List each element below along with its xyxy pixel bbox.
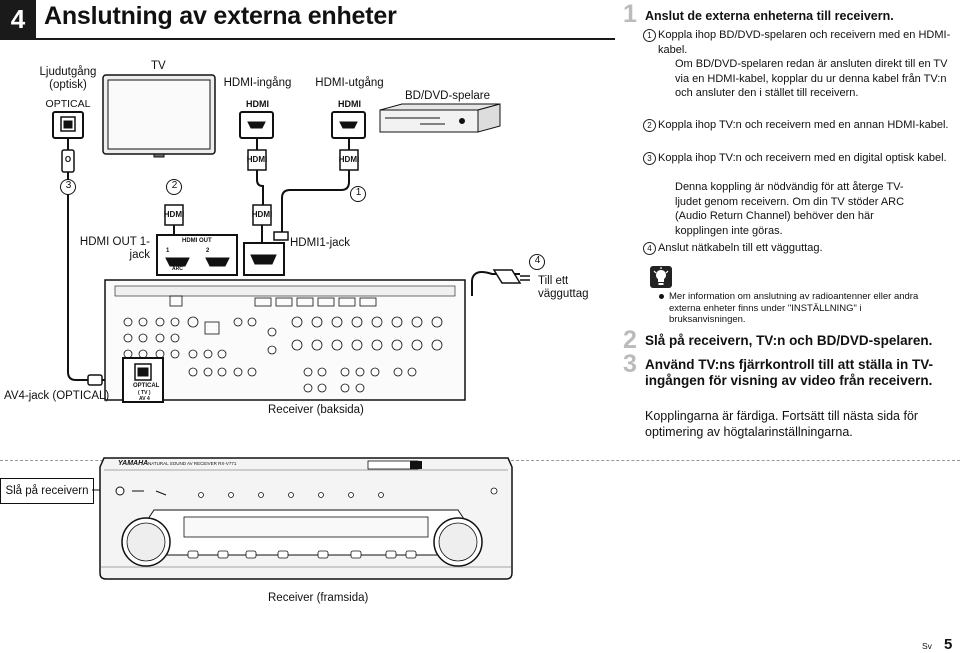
step1-number: 1: [623, 0, 637, 28]
bd-player-illustration: [379, 103, 501, 133]
step1-item-1-note: Om BD/DVD-spelaren redan är ansluten dir…: [675, 58, 948, 99]
tv-label: TV: [151, 60, 166, 72]
audio-out-label: Ljudutgång (optisk): [39, 66, 97, 91]
receiver-front-illustration: [99, 457, 513, 580]
tip-icon: [650, 266, 672, 288]
power-on-callout: Slå på receivern: [0, 478, 94, 504]
hdmi-out-arc: ARC: [172, 266, 183, 272]
footer-language: Sv: [922, 641, 932, 651]
receiver-back-label: Receiver (baksida): [268, 404, 364, 416]
player-label: BD/DVD-spelare: [405, 90, 490, 102]
section-number-badge: 4: [0, 0, 36, 38]
hdmi-out-1: 1: [166, 248, 170, 254]
step2-heading: Slå på receivern, TV:n och BD/DVD-spelar…: [645, 333, 933, 348]
footer-page-number: 5: [944, 636, 953, 653]
hdmi-out-jack-label: HDMI OUT 1- jack: [79, 236, 150, 261]
av4-panel-label: AV 4: [139, 396, 150, 402]
receiver-front-label: Receiver (framsida): [268, 592, 369, 604]
step3-heading: Använd TV:ns fjärrkontroll till att stäl…: [645, 357, 934, 388]
plug-label-3: HDMI: [163, 210, 185, 219]
hdmi-out-panel-label: HDMI OUT: [182, 238, 212, 244]
optical-port-label: OPTICAL: [45, 98, 91, 110]
step1-item-3-note: Denna koppling är nödvändig för att åter…: [675, 181, 905, 237]
tip-text: Mer information om anslutning av radioan…: [669, 291, 919, 325]
step3-number: 3: [623, 350, 637, 378]
step2-number: 2: [623, 326, 637, 354]
plug-label-optical: O: [64, 155, 72, 164]
plug-label-1: HDMI: [246, 155, 268, 164]
hdmi-port-label-bd: HDMI: [338, 99, 361, 109]
tv-panel-label: ( TV ): [138, 390, 151, 396]
title-rule: [0, 38, 615, 40]
step1-heading: Anslut de externa enheterna till receive…: [645, 9, 894, 23]
hdmi1-jack-label: HDMI1-jack: [290, 237, 351, 249]
page-title: Anslutning av externa enheter: [44, 2, 397, 30]
step-marker-3: 3: [65, 180, 72, 191]
step-marker-2: 2: [171, 180, 178, 191]
tip-bullet: [659, 294, 664, 299]
av4-label: AV4-jack (OPTICAL): [4, 390, 110, 402]
done-text: Kopplingarna är färdiga. Fortsätt till n…: [645, 409, 919, 439]
step-marker-1: 1: [355, 187, 362, 198]
hdmi-input-label: HDMI-ingång: [223, 77, 292, 89]
connection-diagram: [52, 74, 545, 403]
hdmi-out-2: 2: [206, 248, 210, 254]
tv-illustration: [102, 74, 216, 158]
step-marker-4: 4: [534, 255, 541, 266]
plug-label-4: HDMI: [251, 210, 273, 219]
plug-label-2: HDMI: [338, 155, 360, 164]
hdmi-output-label: HDMI-utgång: [315, 77, 384, 89]
model-label: NATURAL SOUND AV RECEIVER RX-V771: [148, 461, 237, 466]
outlet-label: Till ett vägguttag: [538, 275, 589, 300]
hdmi-port-label-tv: HDMI: [246, 99, 269, 109]
brand-label: YAMAHA: [118, 460, 149, 467]
receiver-back-illustration: [104, 279, 466, 401]
optical-panel-label: OPTICAL: [133, 383, 160, 389]
